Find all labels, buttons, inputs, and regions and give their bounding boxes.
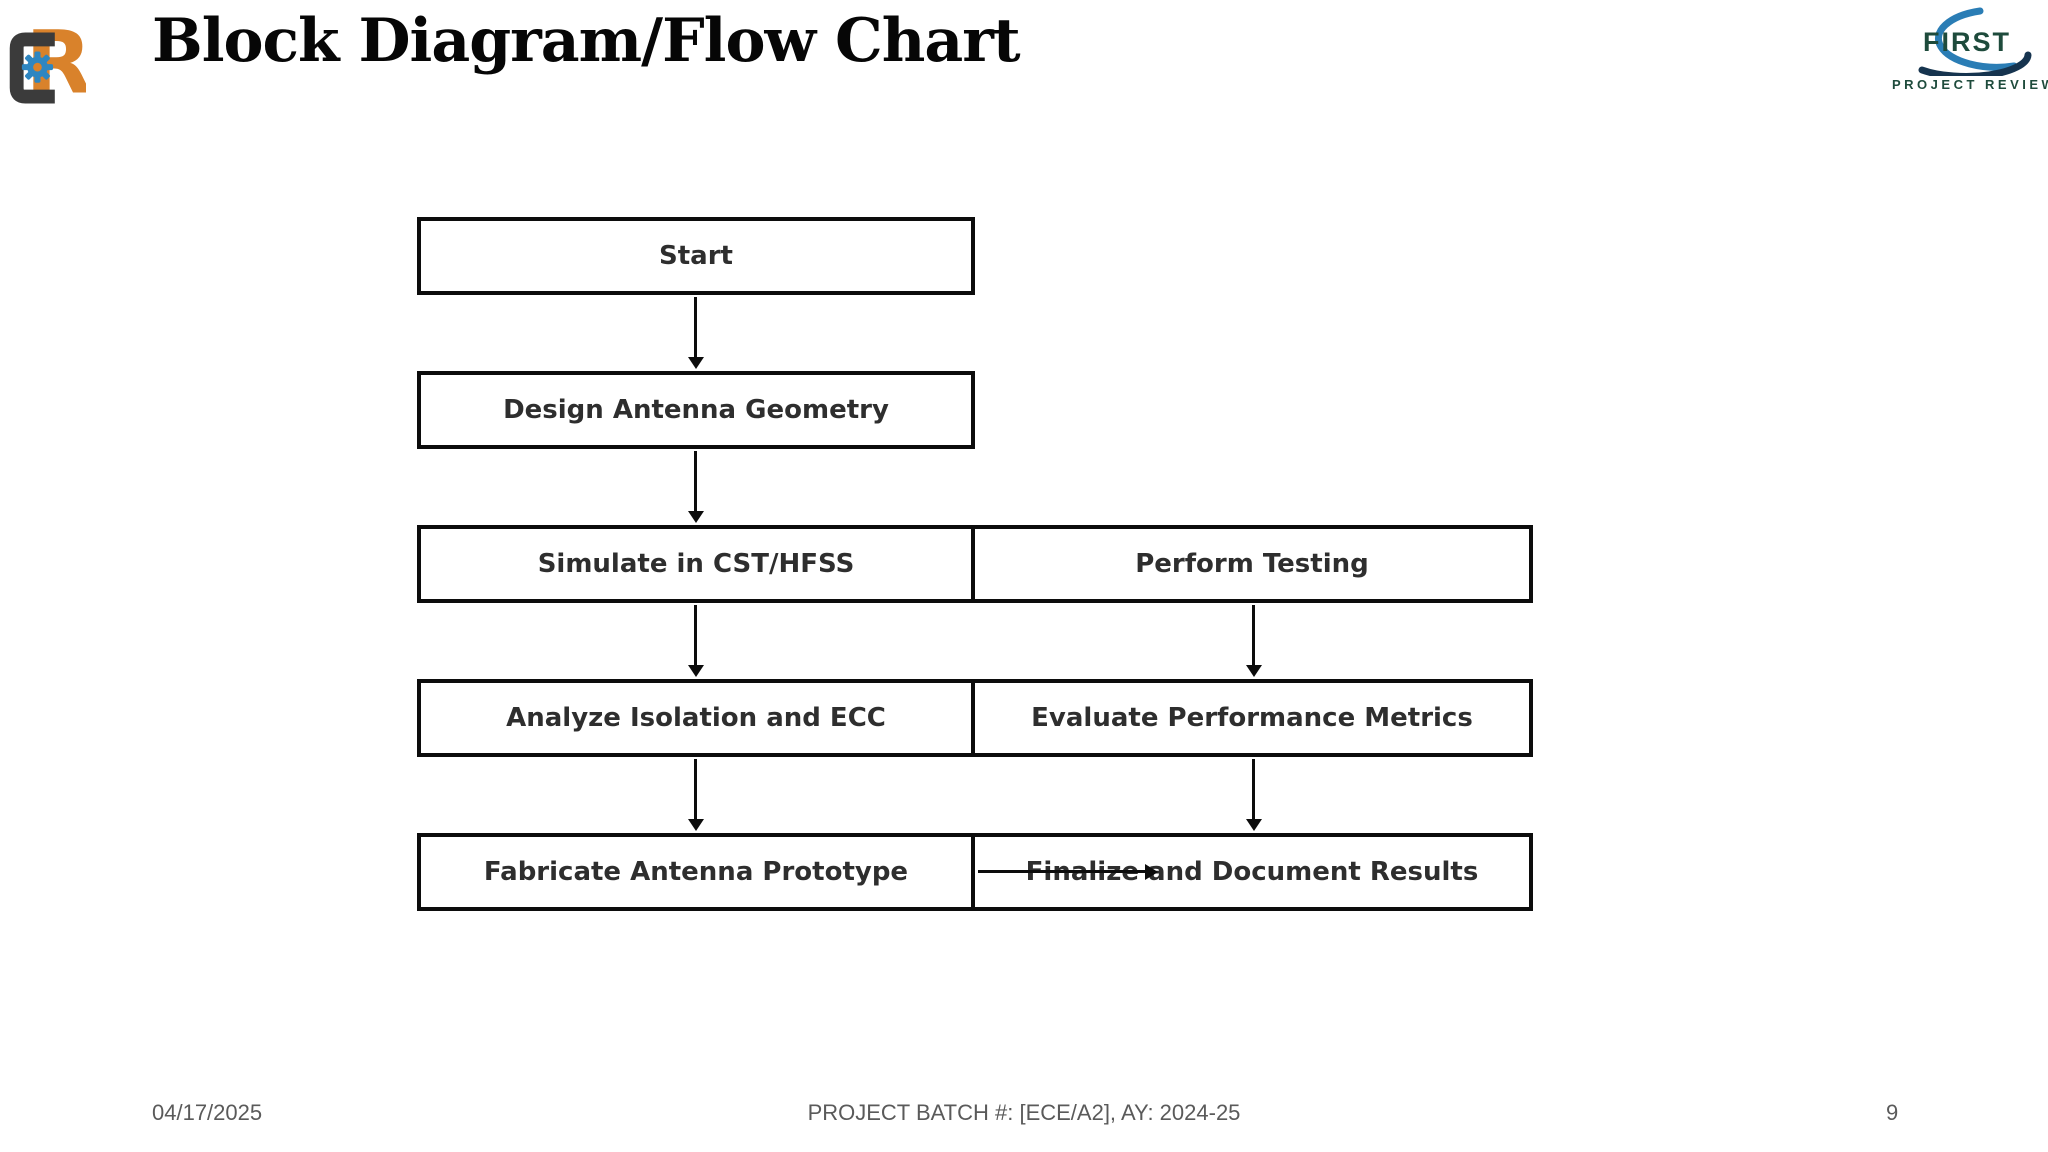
flow-box-start: Start <box>417 217 975 295</box>
arrow-testing-to-evaluate <box>1252 605 1255 666</box>
flow-box-simulate-cst-hfss: Simulate in CST/HFSS <box>417 525 975 603</box>
footer: 04/17/2025 PROJECT BATCH #: [ECE/A2], AY… <box>0 1100 2048 1130</box>
flow-box-fabricate-antenna-prototype: Fabricate Antenna Prototype <box>417 833 975 911</box>
r-gear-logo-graphic: R <box>9 13 92 113</box>
logo-bracket-shape <box>9 32 55 104</box>
arrow-start-to-design <box>694 297 697 358</box>
arrow-simulate-to-analyze <box>694 605 697 666</box>
flow-box-evaluate-performance-metrics: Evaluate Performance Metrics <box>971 679 1533 757</box>
gear-icon <box>21 51 54 83</box>
flow-box-label-rest: and Document Results <box>1139 857 1479 887</box>
arrow-fabricate-to-finalize <box>978 870 1146 873</box>
arrow-evaluate-to-finalize <box>1252 759 1255 820</box>
first-project-review-logo: FIRST PROJECT REVIEW <box>1892 6 2048 92</box>
arrow-analyze-to-fabricate <box>694 759 697 820</box>
page-title: Block Diagram/Flow Chart <box>152 6 1021 76</box>
footer-page-number: 9 <box>1886 1100 1899 1125</box>
arrow-design-to-simulate <box>694 451 697 512</box>
flow-box-perform-testing: Perform Testing <box>971 525 1533 603</box>
flow-box-design-antenna-geometry: Design Antenna Geometry <box>417 371 975 449</box>
footer-date: 04/17/2025 <box>152 1100 263 1125</box>
footer-project-batch: PROJECT BATCH #: [ECE/A2], AY: 2024-25 <box>807 1100 1241 1125</box>
r-gear-logo: R <box>8 6 92 113</box>
flow-box-analyze-isolation-ecc: Analyze Isolation and ECC <box>417 679 975 757</box>
project-review-text: PROJECT REVIEW <box>1892 77 2048 92</box>
first-logo-text: FIRST <box>1923 27 2011 57</box>
first-logo-swoosh: FIRST <box>1918 7 2032 76</box>
